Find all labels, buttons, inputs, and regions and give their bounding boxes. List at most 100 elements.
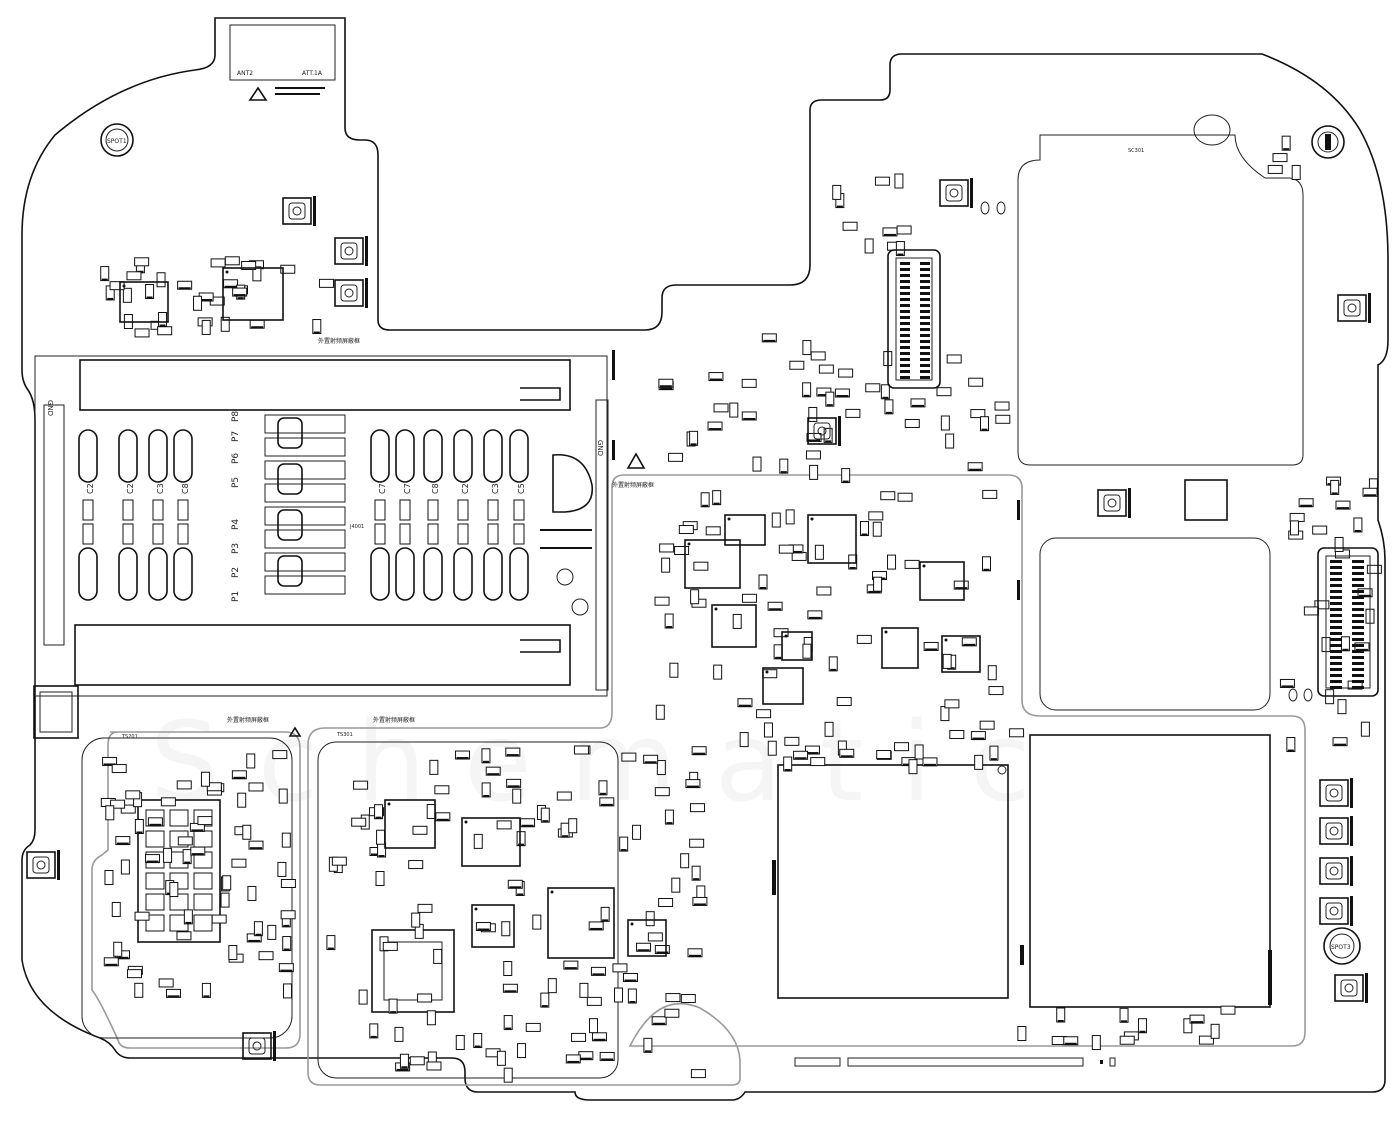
smd-part <box>1335 500 1351 510</box>
smd-part <box>680 853 690 869</box>
btb-pin <box>1330 686 1342 689</box>
smd-part <box>517 1043 527 1059</box>
smd-part <box>1340 636 1350 652</box>
btb-pin <box>1330 602 1342 605</box>
smd-part <box>643 1037 653 1053</box>
smd-part <box>627 988 637 1004</box>
smd-part <box>417 993 433 1003</box>
smd-part <box>982 489 998 499</box>
smd-part <box>664 809 674 825</box>
smd-part <box>568 818 578 834</box>
ic-package <box>384 799 436 849</box>
rf-connector <box>1319 856 1353 886</box>
warning-triangle-icon-3 <box>288 726 302 737</box>
smd-part <box>277 861 287 877</box>
smd-part <box>785 509 795 525</box>
smd-part <box>668 452 684 462</box>
ic-package <box>627 919 667 957</box>
ic-package <box>471 904 515 948</box>
btb-pin <box>900 316 910 319</box>
smd-part <box>318 278 334 288</box>
smd-part <box>659 543 675 553</box>
smd-part <box>705 526 721 536</box>
smd-part <box>922 757 938 767</box>
smd-part <box>839 748 855 758</box>
smd-part <box>664 1008 680 1018</box>
smd-part <box>914 744 924 760</box>
smd-part <box>176 780 192 790</box>
smd-part <box>894 742 910 752</box>
smd-part <box>501 921 511 937</box>
btb-pin <box>900 274 910 277</box>
sim-cap-label: C5 <box>517 483 526 494</box>
component-layer <box>100 135 1382 1083</box>
smd-part <box>598 780 608 796</box>
btb-pin <box>900 340 910 343</box>
smd-part <box>825 391 835 407</box>
smd-part <box>961 637 977 647</box>
smd-part <box>147 817 163 827</box>
btb-pin <box>1352 584 1364 587</box>
rf-connector <box>242 1031 276 1061</box>
ic-package <box>881 627 919 669</box>
smd-part <box>988 686 1004 696</box>
btb-pin <box>900 370 910 373</box>
smd-part <box>940 706 950 722</box>
smd-part <box>1286 737 1296 753</box>
smd-part <box>923 641 939 651</box>
ic-package <box>119 281 169 323</box>
rf-connector <box>26 850 60 880</box>
smd-part <box>312 319 322 335</box>
smd-part <box>614 987 624 1003</box>
smd-part <box>120 804 136 814</box>
smd-part <box>636 942 652 952</box>
smd-part <box>1366 564 1382 574</box>
btb-pin <box>1352 638 1364 641</box>
soc-package <box>772 764 1009 999</box>
smd-part <box>599 1051 615 1061</box>
btb-pin <box>1352 572 1364 575</box>
smd-part <box>882 227 898 237</box>
smd-part <box>818 364 834 374</box>
btb-pin <box>900 304 910 307</box>
ic-package <box>919 561 965 601</box>
sim-pad: C2 <box>453 429 473 601</box>
btb-pin <box>900 310 910 313</box>
smd-part <box>970 409 986 419</box>
shield-can-mid-right <box>1039 537 1271 711</box>
smd-part <box>632 824 642 840</box>
smd-part <box>331 856 347 866</box>
smd-part <box>1289 512 1305 522</box>
smd-part <box>520 818 536 828</box>
smd-part <box>1291 164 1301 180</box>
smd-part <box>473 1033 483 1049</box>
btb-pin <box>900 322 910 325</box>
smd-part <box>258 951 274 961</box>
smd-part <box>206 782 222 792</box>
smd-part <box>868 511 884 521</box>
rf-connector <box>1319 778 1353 808</box>
btb-pin <box>1330 620 1342 623</box>
smd-part <box>223 279 239 289</box>
smd-part <box>970 731 986 741</box>
smd-part <box>127 969 143 979</box>
smd-part <box>197 816 213 826</box>
smd-part <box>588 921 604 931</box>
smd-part <box>1312 525 1328 535</box>
smd-part <box>571 1032 587 1042</box>
smd-part <box>845 408 861 418</box>
testpoint-1: SPOT1 <box>100 123 134 157</box>
sim-pad: C7 <box>370 429 390 601</box>
smd-part <box>200 771 210 787</box>
smd-part <box>111 901 121 917</box>
smd-part <box>1362 487 1378 497</box>
btb-pin <box>1352 650 1364 653</box>
smd-part <box>382 941 398 951</box>
smd-part <box>434 785 450 795</box>
smd-part <box>1330 479 1340 495</box>
smd-part <box>241 260 257 270</box>
smd-part <box>1334 536 1344 552</box>
shield-frame-main <box>307 474 1306 1086</box>
smd-part <box>658 897 674 907</box>
